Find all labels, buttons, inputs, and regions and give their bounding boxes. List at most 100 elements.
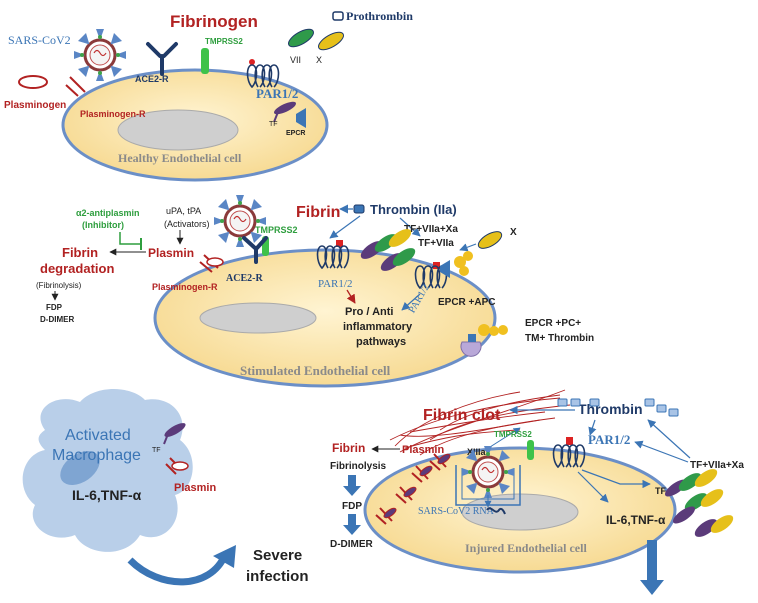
epcr-apc-label: EPCR +APC	[438, 297, 496, 308]
par-to-pathway-arrow	[346, 289, 356, 304]
activators-line-2: (Activators)	[164, 219, 210, 229]
plasminogen-label: Plasminogen	[4, 100, 66, 111]
macrophage-tf-icon	[164, 423, 186, 437]
macrophage-tf-stem	[163, 433, 169, 445]
par-label: PAR1/2	[588, 432, 630, 447]
plasmin-label: Plasmin	[402, 444, 444, 456]
tf-icon	[273, 101, 297, 115]
tmprss2-icon	[527, 440, 534, 460]
il6-label: IL-6,TNF-α	[606, 513, 666, 527]
pathways-line-3: pathways	[356, 336, 406, 348]
antiplasmin-inhibit-line	[119, 232, 140, 245]
thrombin-label: Thrombin (IIa)	[370, 202, 457, 217]
stimulated-cell-nucleus	[199, 302, 317, 334]
sars-rna-label: SARS-CoV2 RNA	[418, 506, 495, 517]
panel-injured: Injured Endothelial cell Fibrin clot XII…	[330, 389, 744, 595]
plasminogen-r-label: Plasminogen-R	[80, 109, 146, 119]
prothrombin-label: Prothrombin	[346, 9, 413, 23]
stimulated-cell-label: Stimulated Endothelial cell	[240, 363, 391, 378]
ddimer-label: D-DIMER	[330, 539, 374, 550]
xiiia-label: XIIIa	[467, 447, 487, 457]
complex-to-par-arrow	[634, 440, 689, 463]
epcr-pc-line-1: EPCR +PC+	[525, 318, 581, 329]
injured-cell-label: Injured Endothelial cell	[465, 541, 587, 555]
factor-x-icon	[318, 31, 344, 51]
sars-label: SARS-CoV2	[8, 33, 71, 47]
pathways-line-1: Pro / Anti	[345, 306, 393, 318]
stimulated-cell	[153, 248, 497, 388]
thrombin-icons	[557, 398, 679, 417]
factor-x-icon	[477, 231, 503, 249]
ace2-receptor-icon	[146, 42, 178, 76]
macrophage-nucleus	[60, 450, 100, 486]
epcr-pc-line-2: TM+ Thrombin	[525, 333, 594, 344]
macrophage-tf-label: TF	[152, 447, 161, 454]
epcr-label: EPCR	[286, 130, 305, 137]
fdp-label: FDP	[342, 501, 362, 512]
panel-stimulated: Stimulated Endothelial cell Fibrin Throm…	[36, 193, 594, 388]
par-left-label: PAR1/2	[318, 278, 352, 290]
plasminogen-receptor-icon	[65, 76, 86, 97]
thrombin-to-par-arrow	[588, 419, 597, 436]
severe-arrow-head	[213, 545, 236, 568]
xiiia-arrow	[489, 427, 521, 448]
antiplasmin-line-2: (Inhibitor)	[82, 220, 124, 230]
fibrin-degradation-line-2: degradation	[40, 261, 114, 276]
plasminogen-bound-icon	[206, 257, 224, 267]
tf-viia-xa-label: TF+VIIa+Xa	[690, 460, 744, 471]
par-tether-icon	[566, 437, 573, 445]
pathways-line-2: inflammatory	[343, 321, 413, 333]
severe-line-1: Severe	[253, 547, 302, 564]
tf-viia-xa-label: TF+VIIa+Xa	[404, 224, 458, 235]
macrophage-plasmin-icon	[171, 461, 189, 471]
macrophage-body	[22, 388, 193, 552]
prothrombin-icon	[332, 11, 344, 21]
epcr-icon	[296, 108, 306, 128]
plasminogen-r-label: Plasminogen-R	[152, 282, 218, 292]
tf-stem	[273, 111, 279, 123]
par-tether-icon	[336, 240, 343, 247]
virus-icon	[72, 27, 128, 83]
macrophage: Activated Macrophage IL-6,TNF-α TF Plasm…	[22, 388, 236, 586]
plasminogen-icon	[18, 75, 48, 89]
fibrinolysis-label: (Fibrinolysis)	[36, 281, 82, 290]
par-to-tf-arrow	[581, 469, 651, 489]
ace2-label: ACE2-R	[135, 74, 169, 84]
factor-x-label: X	[510, 227, 517, 238]
severe-line-2: infection	[246, 568, 309, 585]
thrombin-icon	[353, 204, 365, 214]
tf-complex-cluster	[360, 229, 416, 271]
factor-vii-icon	[288, 28, 314, 48]
tmprss2-label: TMPRSS2	[205, 37, 243, 46]
thrombin-to-par-arrow	[329, 215, 361, 239]
ddimer-label: D-DIMER	[40, 315, 74, 324]
thrombin-label: Thrombin	[578, 401, 643, 417]
tmprss2-label: TMPRSS2	[494, 430, 532, 439]
factor-x-label: X	[316, 55, 322, 65]
healthy-cell-label: Healthy Endothelial cell	[118, 151, 242, 165]
factor-x-arrow	[459, 243, 477, 252]
ace2-receptor-icon	[242, 236, 268, 264]
pc-icon	[478, 324, 508, 336]
macrophage-il6-label: IL-6,TNF-α	[72, 487, 142, 503]
macrophage-label-2: Macrophage	[52, 447, 141, 464]
par2-to-pathway-arrow	[401, 293, 421, 311]
healthy-cell-nucleus	[117, 109, 239, 151]
complex-to-thrombin-arrow	[647, 419, 691, 459]
panel-healthy: Healthy Endothelial cell SARS-CoV2 Fibri…	[4, 9, 413, 182]
injured-down-arrow	[640, 540, 664, 595]
par-label: PAR1/2	[256, 86, 298, 101]
plasmin-icons	[383, 453, 451, 519]
par-to-il6-arrow	[577, 471, 609, 503]
tmprss2-label: TMPRSS2	[255, 225, 298, 235]
fibrin-label: Fibrin	[296, 204, 340, 221]
severe-curve-arrow	[127, 553, 229, 586]
antiplasmin-line-1: α2-antiplasmin	[76, 208, 140, 218]
macrophage-label-1: Activated	[65, 427, 131, 444]
fdp-arrow	[343, 514, 361, 535]
thrombin-bound-icon	[468, 334, 476, 342]
virus-icon	[212, 193, 268, 249]
ace2-label: ACE2-R	[226, 273, 263, 284]
fibrinolysis-label: Fibrinolysis	[330, 461, 387, 472]
